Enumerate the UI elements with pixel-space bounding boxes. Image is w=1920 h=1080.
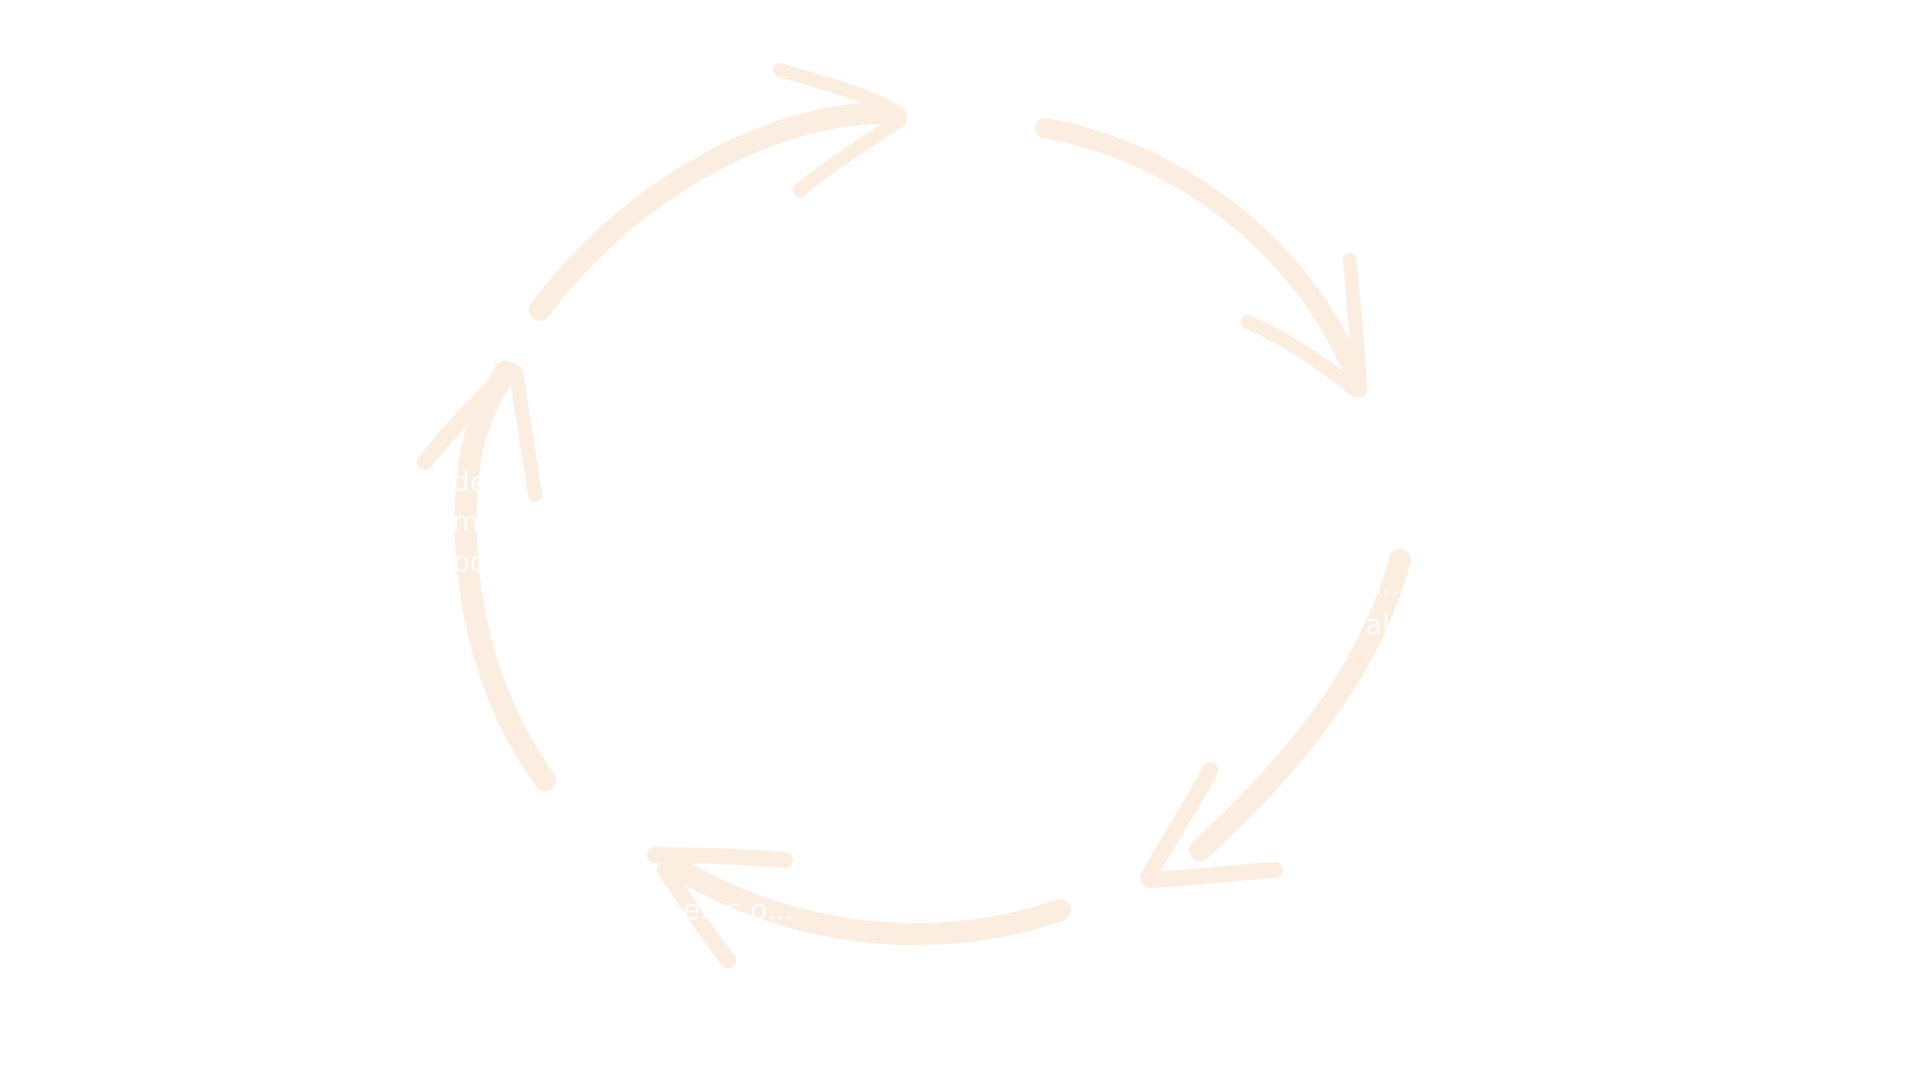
arrow-1-shaft: [529, 102, 891, 321]
cycle-arrow-1: [529, 63, 907, 321]
label-left: de... m... po...: [452, 465, 514, 578]
arrow-1-head-lower: [793, 113, 907, 197]
cycle-arrow-4: [647, 847, 1071, 968]
arrow-2-head-upper: [1343, 253, 1367, 397]
arrow-2-shaft: [1035, 118, 1365, 385]
cycle-arrow-5: [417, 361, 556, 791]
arrow-2-head-lower: [1241, 315, 1362, 397]
cycle-arrow-3: [1140, 549, 1411, 888]
arrow-4-shaft: [669, 859, 1071, 946]
arrow-4-head-upper: [647, 847, 793, 868]
arrow-4-head-lower: [657, 862, 736, 968]
arrow-3-head-lower: [1142, 862, 1283, 888]
label-right: a... al...: [1365, 568, 1417, 641]
arrow-3-head-upper: [1140, 762, 1218, 886]
arrow-5-head-left: [417, 362, 518, 470]
arrow-5-shaft: [454, 361, 556, 791]
arrow-1-head-upper: [773, 63, 907, 122]
arrow-3-shaft: [1189, 549, 1411, 861]
label-bottom: ne...s o... ...: [665, 893, 794, 966]
arrow-5-head-right: [509, 365, 542, 502]
cycle-arrow-2: [1035, 118, 1367, 397]
